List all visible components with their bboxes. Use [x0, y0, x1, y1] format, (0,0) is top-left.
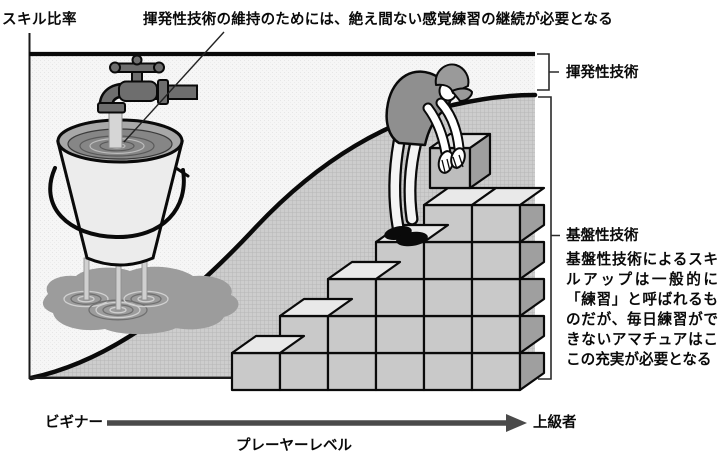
annotation-leader-line [123, 31, 225, 143]
cap-icon [434, 63, 473, 102]
person-hands [437, 147, 466, 174]
foundation-bracket [538, 96, 560, 380]
x-axis-title: プレーヤーレベル [236, 438, 352, 454]
foundation-region-label: 基盤性技術 [566, 228, 639, 244]
block-staircase-icon [230, 186, 546, 392]
axis-title-label: スキル比率 [2, 12, 77, 28]
block-tops [230, 186, 546, 355]
bucket-icon [48, 118, 190, 267]
person-arms [422, 97, 465, 159]
volatile-annotation: 揮発性技術の維持のためには、絶え間ない感覚練習の継続が必要となる [143, 12, 613, 28]
person-legs [388, 135, 423, 234]
puddle-icon [42, 266, 239, 335]
growth-curve [28, 92, 538, 381]
water-stream-icon [108, 110, 123, 149]
person-shirt [385, 70, 453, 147]
person-stacking-block-icon [384, 63, 492, 247]
region-brackets [537, 53, 560, 380]
player-level-arrow [107, 414, 527, 432]
foundation-note: 基盤性技術によるスキルアップは一般的に「練習」と呼ばれるものだが、毎日練習ができ… [566, 251, 718, 368]
puddle-ripples [63, 290, 169, 321]
x-axis-left-label: ビギナー [45, 415, 103, 431]
bucket-handle [48, 166, 186, 240]
volatile-region-label: 揮発性技術 [566, 65, 639, 81]
x-axis-right-label: 上級者 [533, 415, 577, 431]
volatile-bracket [537, 53, 559, 91]
person-shoes [384, 226, 428, 247]
faucet-icon [97, 54, 198, 114]
block-sides [518, 203, 546, 392]
arrowhead-icon [506, 414, 527, 432]
